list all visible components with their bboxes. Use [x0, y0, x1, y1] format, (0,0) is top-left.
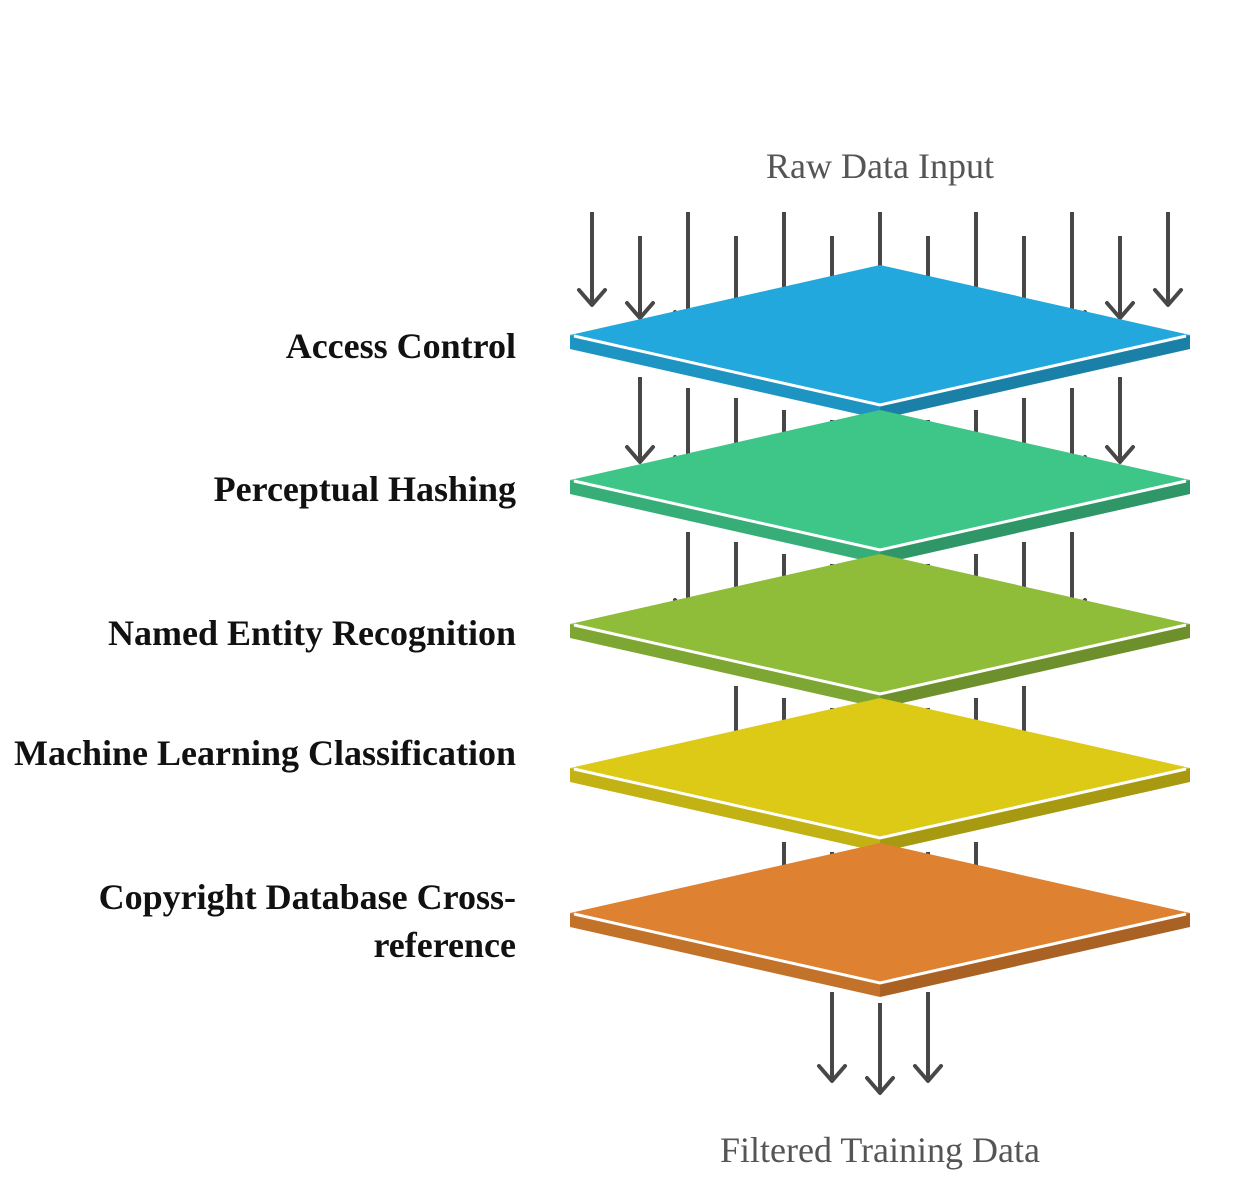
layer-2-right-side: [880, 480, 1190, 564]
layer-1-edge-highlight: [573, 334, 1187, 407]
layer-5-left-side: [570, 913, 880, 997]
layer-4-edge-highlight: [573, 767, 1187, 840]
arrow-into-layer-1-2: [625, 236, 655, 320]
layer-5-edge-highlight: [573, 912, 1187, 985]
layer-4-left-side: [570, 768, 880, 852]
layer-3-slab: [570, 554, 1190, 708]
arrow-into-layer-1-13: [1153, 212, 1183, 307]
layer-label-perceptual-hashing: Perceptual Hashing: [213, 469, 516, 509]
layer-2-edge-highlight: [573, 479, 1187, 552]
layer-2-left-side: [570, 480, 880, 564]
output-arrow-2: [865, 1003, 895, 1095]
filtered-training-data-label: Filtered Training Data: [720, 1130, 1040, 1170]
arrow-into-layer-2-1: [625, 377, 655, 464]
layer-3-top-face: [570, 554, 1190, 694]
layer-3-right-side: [880, 624, 1190, 708]
layer-1-right-side: [880, 335, 1190, 419]
layer-2-slab: [570, 410, 1190, 564]
layer-label-access-control: Access Control: [285, 326, 516, 366]
layer-5-right-side: [880, 913, 1190, 997]
layer-2-top-face: [570, 410, 1190, 550]
output-arrow-3: [913, 992, 943, 1083]
output-arrow-1: [817, 992, 847, 1083]
arrow-into-layer-1-1: [577, 212, 607, 307]
arrow-into-layer-1-12: [1105, 236, 1135, 320]
layer-3-left-side: [570, 624, 880, 708]
layer-1-left-side: [570, 335, 880, 419]
layer-4-slab: [570, 698, 1190, 852]
layer-4-top-face: [570, 698, 1190, 838]
raw-data-input-label: Raw Data Input: [766, 146, 994, 186]
layer-5-slab: [570, 843, 1190, 997]
layer-label-named-entity-recognition: Named Entity Recognition: [108, 613, 516, 653]
layer-label-copyright-database-cross-reference: Copyright Database Cross-reference: [98, 877, 516, 965]
layer-label-machine-learning-classification: Machine Learning Classification: [14, 733, 516, 773]
layer-4-right-side: [880, 768, 1190, 852]
layer-1-slab: [570, 265, 1190, 419]
layer-1-top-face: [570, 265, 1190, 405]
layer-3-edge-highlight: [573, 623, 1187, 696]
layer-5-top-face: [570, 843, 1190, 983]
arrow-into-layer-2-11: [1105, 377, 1135, 464]
